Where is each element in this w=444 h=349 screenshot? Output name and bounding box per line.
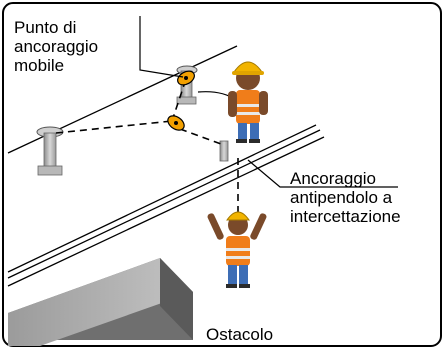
falling-worker-icon [207,211,267,288]
obstacle-label: Ostacolo [206,325,274,344]
mobile-anchor-label: Punto di ancoraggio mobile [14,18,99,75]
anti-pendulum-anchor-label: Ancoraggio antipendolo a intercettazione [290,169,401,226]
lifeline [55,78,239,218]
leader-lines [139,16,398,188]
anchor-post-icon [36,126,64,176]
diagram-frame [2,2,442,347]
fall-arrester-device-icon [177,70,195,86]
worker-icon [197,61,268,143]
obstacle-block-icon [8,258,193,346]
anti-pendulum-anchor-icon [219,140,229,162]
fall-arrester-device-icon [167,115,185,131]
